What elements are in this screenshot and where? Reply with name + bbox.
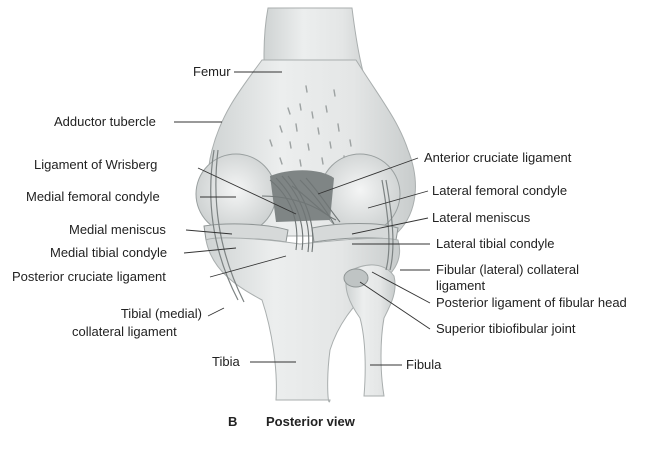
label-fibula: Fibula bbox=[406, 357, 442, 372]
label-lateral-femoral-condyle: Lateral femoral condyle bbox=[432, 183, 568, 198]
intercondylar-notch bbox=[270, 170, 334, 222]
collateral-ligaments bbox=[210, 149, 394, 303]
label-fibular-collateral-line1: Fibular (lateral) collateral bbox=[436, 262, 580, 277]
label-lateral-meniscus: Lateral meniscus bbox=[432, 210, 531, 225]
label-femur: Femur bbox=[193, 64, 231, 79]
label-adductor-tubercle: Adductor tubercle bbox=[54, 114, 156, 129]
label-superior-tibiofibular-joint: Superior tibiofibular joint bbox=[436, 321, 576, 336]
label-anterior-cruciate-ligament: Anterior cruciate ligament bbox=[424, 150, 572, 165]
medial-femoral-condyle-shape bbox=[195, 153, 277, 235]
label-ligament-of-wrisberg: Ligament of Wrisberg bbox=[34, 157, 158, 172]
label-medial-femoral-condyle: Medial femoral condyle bbox=[26, 189, 160, 204]
figure-caption: Posterior view bbox=[266, 414, 355, 429]
cruciate-ligaments bbox=[261, 175, 341, 253]
leader-lines bbox=[174, 71, 431, 366]
label-medial-tibial-condyle: Medial tibial condyle bbox=[50, 245, 168, 260]
label-posterior-ligament-fibular-head: Posterior ligament of fibular head bbox=[436, 295, 627, 310]
label-tibia: Tibia bbox=[212, 354, 240, 369]
label-tibial-collateral-line2: collateral ligament bbox=[72, 324, 177, 339]
tibiofibular-joint-shape bbox=[343, 268, 369, 288]
label-posterior-cruciate-ligament: Posterior cruciate ligament bbox=[12, 269, 166, 284]
label-medial-meniscus: Medial meniscus bbox=[69, 222, 166, 237]
label-fibular-collateral-line2: ligament bbox=[436, 278, 486, 293]
figure-letter: B bbox=[228, 414, 238, 429]
label-lateral-tibial-condyle: Lateral tibial condyle bbox=[436, 236, 555, 251]
label-tibial-collateral-line1: Tibial (medial) bbox=[120, 306, 202, 321]
